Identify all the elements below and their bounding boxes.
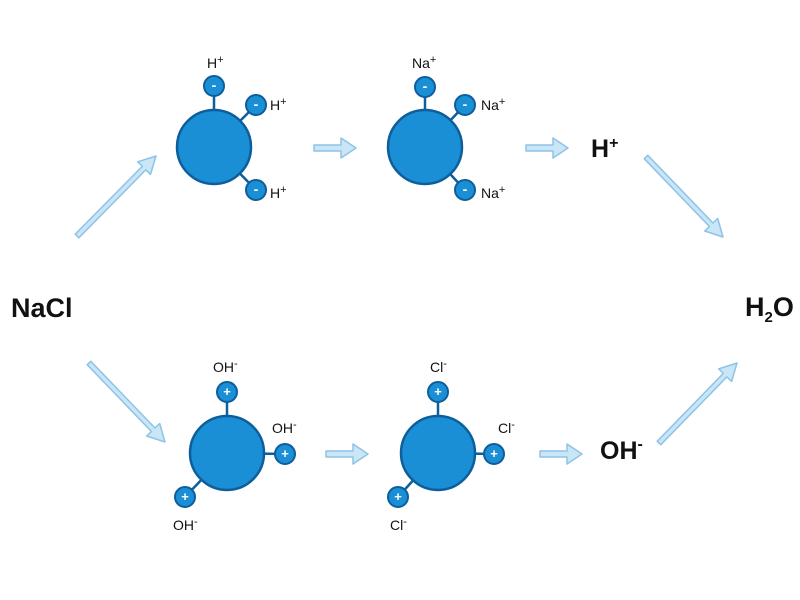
ion-node: - [454, 94, 476, 116]
molecule-bottom-left: + + + OH- OH- OH- [173, 358, 297, 533]
plus-sign: + [181, 489, 189, 504]
arrow-top-to-h-plus [525, 137, 569, 159]
ion-node: + [174, 486, 196, 508]
ion-node: - [203, 75, 225, 97]
molecule-top-right: - - - Na+ Na+ Na+ [386, 54, 505, 201]
ion-label: Na+ [412, 54, 436, 71]
minus-sign: - [254, 96, 259, 112]
arrows [74, 137, 738, 465]
ion-node: + [427, 381, 449, 403]
ion-label: H+ [207, 54, 224, 71]
minus-sign: - [463, 96, 468, 112]
molecule-top-left: - - - H+ H+ H+ [175, 54, 287, 201]
ion-node: - [454, 179, 476, 201]
ion-label: OH- [213, 358, 238, 375]
ion-label: Cl- [390, 516, 407, 533]
minus-sign: - [254, 181, 259, 197]
minus-sign: - [212, 77, 217, 93]
ion-node: + [216, 381, 238, 403]
h2o-label: H2O [745, 292, 794, 326]
ion-label: Cl- [498, 419, 515, 436]
minus-sign: - [463, 181, 468, 197]
ion-node: + [274, 443, 296, 465]
arrow-bottom-mid [325, 443, 369, 465]
arrow-nacl-to-bottom [86, 360, 166, 443]
plus-sign: + [394, 489, 402, 504]
oh-minus-label: OH- [600, 436, 643, 465]
ion-node: + [483, 443, 505, 465]
arrow-h-plus-to-h2o [643, 154, 724, 238]
molecule-core [175, 108, 253, 186]
ion-label: OH- [173, 516, 198, 533]
arrow-bottom-to-oh-minus [539, 443, 583, 465]
ion-node: - [414, 76, 436, 98]
nacl-label: NaCl [11, 293, 73, 323]
molecule-core [386, 108, 464, 186]
ion-node: - [245, 94, 267, 116]
h-plus-label: H+ [591, 135, 618, 163]
molecule-core [188, 414, 266, 492]
ion-node: - [245, 179, 267, 201]
plus-sign: + [223, 384, 231, 399]
ion-label: OH- [272, 419, 297, 436]
arrow-oh-minus-to-h2o [656, 362, 738, 446]
ion-label: H+ [270, 184, 287, 201]
ion-label: Na+ [481, 96, 505, 113]
ion-label: Na+ [481, 184, 505, 201]
arrow-top-mid [313, 137, 357, 159]
ion-label: Cl- [430, 358, 447, 375]
arrow-nacl-to-top [74, 155, 157, 239]
plus-sign: + [281, 446, 289, 461]
ion-node: + [387, 486, 409, 508]
minus-sign: - [423, 78, 428, 94]
plus-sign: + [434, 384, 442, 399]
molecule-core [399, 414, 477, 492]
molecule-bottom-right: + + + Cl- Cl- Cl- [387, 358, 515, 533]
plus-sign: + [490, 446, 498, 461]
ion-label: H+ [270, 96, 287, 113]
